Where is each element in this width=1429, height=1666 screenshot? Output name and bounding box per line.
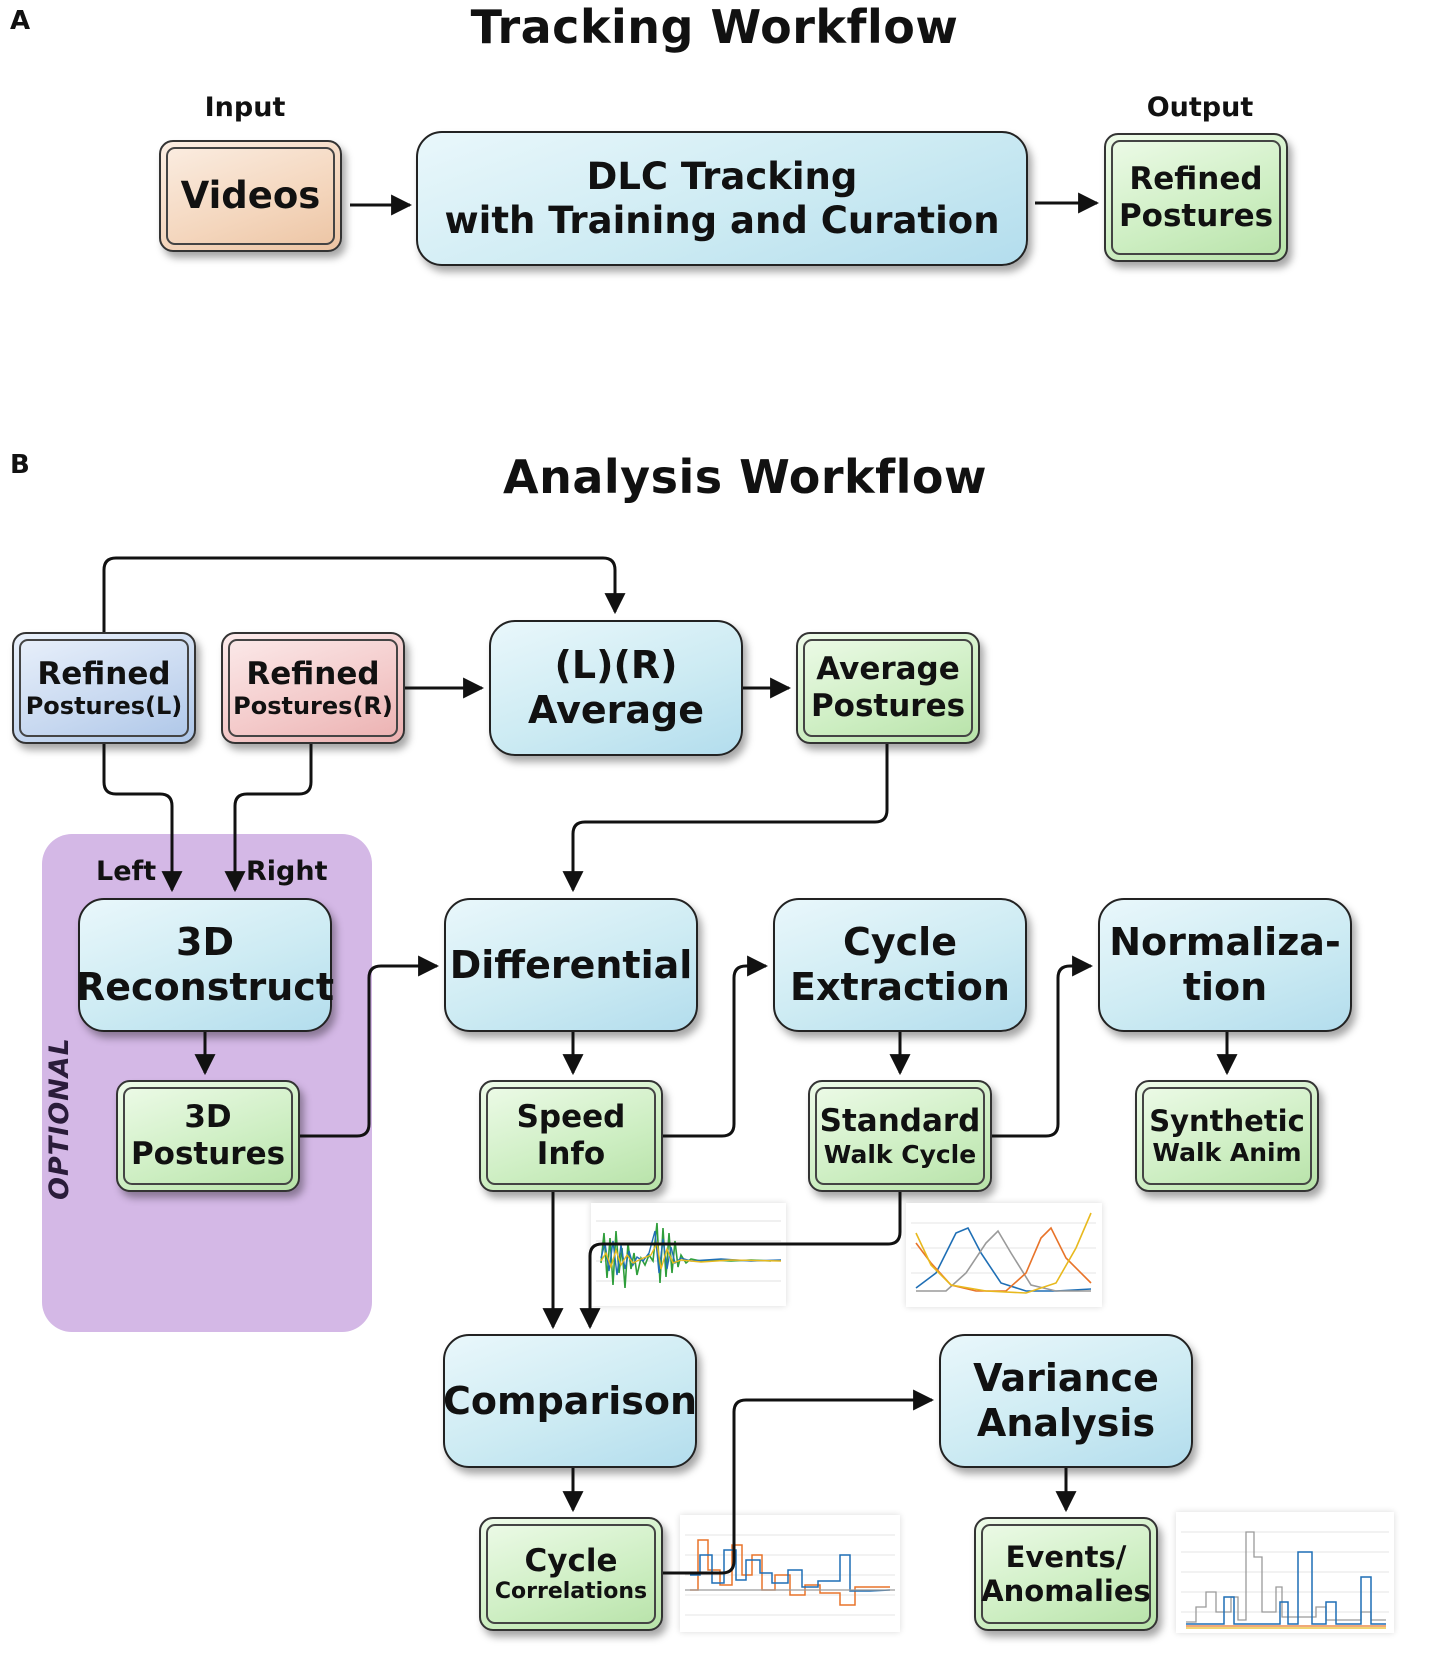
refined-postures-line2: Postures [1118, 197, 1274, 234]
cycle-correlations-box: Cycle Correlations [479, 1517, 663, 1631]
speed-info-box: Speed Info [479, 1080, 663, 1192]
dlc-line1: DLC Tracking [586, 154, 858, 198]
refined-r-line1: Refined [246, 655, 380, 692]
comparison-box: Comparison [443, 1334, 697, 1468]
panel-a-letter: A [10, 6, 31, 36]
lr-average-line2: Average [528, 688, 704, 732]
standard-walk-cycle-box: Standard Walk Cycle [808, 1080, 992, 1192]
refined-l-line1: Refined [37, 655, 171, 692]
lr-average-line1: (L)(R) [554, 643, 678, 688]
cycle-extraction-line1: Cycle [843, 920, 957, 965]
arrow-left-to-3d [102, 744, 183, 893]
tracking-workflow-title: Tracking Workflow [470, 0, 959, 54]
normalization-box: Normaliza- tion [1098, 898, 1352, 1032]
lr-average-box: (L)(R) Average [489, 620, 743, 756]
arrow-right-to-3d [224, 744, 313, 893]
arrow-avg-postures-to-differential [562, 744, 889, 893]
refined-postures-line1: Refined [1129, 160, 1263, 197]
refined-postures-l-box: Refined Postures(L) [12, 632, 196, 744]
average-postures-box: Average Postures [796, 632, 980, 744]
3d-reconstruct-line2: Reconstruct [76, 965, 334, 1009]
events-line1: Events/ [1005, 1539, 1127, 1574]
videos-text: Videos [180, 174, 321, 218]
events-anomalies-box: Events/ Anomalies [974, 1517, 1158, 1631]
cycle-corr-line2: Correlations [494, 1579, 648, 1605]
output-label: Output [1146, 92, 1254, 123]
videos-box: Videos [159, 140, 342, 252]
variance-analysis-box: Variance Analysis [939, 1334, 1193, 1468]
variance-line2: Analysis [976, 1401, 1156, 1445]
3d-postures-box: 3D Postures [116, 1080, 300, 1192]
speed-info-line1: Speed [516, 1099, 626, 1136]
normalization-line1: Normaliza- [1109, 920, 1341, 965]
refined-l-line2: Postures(L) [25, 692, 183, 721]
events-line2: Anomalies [981, 1574, 1151, 1608]
standard-walk-line2: Walk Cycle [823, 1139, 977, 1169]
panel-b-letter: B [10, 450, 30, 480]
3d-reconstruct-line1: 3D [176, 920, 234, 965]
arrow-3d-postures-to-differential [300, 955, 440, 1138]
average-postures-line1: Average [816, 651, 960, 688]
walk-cycle-plot-thumbnail [906, 1203, 1102, 1307]
differential-text: Differential [449, 942, 693, 987]
input-label: Input [204, 92, 286, 123]
events-plot-thumbnail [1176, 1512, 1394, 1633]
synthetic-walk-line1: Synthetic [1149, 1104, 1305, 1139]
3d-postures-line2: Postures [130, 1136, 286, 1172]
3d-postures-line1: 3D [184, 1099, 232, 1136]
comparison-text: Comparison [443, 1378, 697, 1423]
refined-r-line2: Postures(R) [233, 692, 393, 721]
arrow-standard-to-comparison [579, 1192, 902, 1330]
synthetic-walk-line2: Walk Anim [1152, 1138, 1302, 1168]
speed-info-line2: Info [536, 1136, 606, 1172]
speed-plot-thumbnail [591, 1203, 786, 1306]
arrow-standard-to-normalization [992, 955, 1094, 1138]
refined-postures-output-box: Refined Postures [1104, 133, 1288, 262]
left-label: Left [96, 856, 157, 887]
arrow-speed-to-cycle-extraction [663, 955, 769, 1138]
standard-walk-line1: Standard [819, 1102, 981, 1139]
cycle-extraction-line2: Extraction [790, 965, 1010, 1009]
normalization-line2: tion [1182, 965, 1268, 1009]
arrow-refined-l-to-average [102, 556, 626, 632]
cycle-extraction-box: Cycle Extraction [773, 898, 1027, 1032]
right-label: Right [246, 856, 328, 887]
synthetic-walk-anim-box: Synthetic Walk Anim [1135, 1080, 1319, 1192]
differential-box: Differential [444, 898, 698, 1032]
3d-reconstruct-box: 3D Reconstruct [76, 898, 334, 1032]
dlc-tracking-box: DLC Tracking with Training and Curation [416, 131, 1028, 266]
arrow-correlations-to-variance [663, 1389, 935, 1575]
analysis-workflow-title: Analysis Workflow [502, 450, 988, 504]
average-postures-line2: Postures [810, 688, 966, 724]
variance-line1: Variance [973, 1356, 1159, 1401]
cycle-corr-line1: Cycle [524, 1542, 618, 1579]
dlc-line2: with Training and Curation [444, 198, 1000, 242]
refined-postures-r-box: Refined Postures(R) [221, 632, 405, 744]
